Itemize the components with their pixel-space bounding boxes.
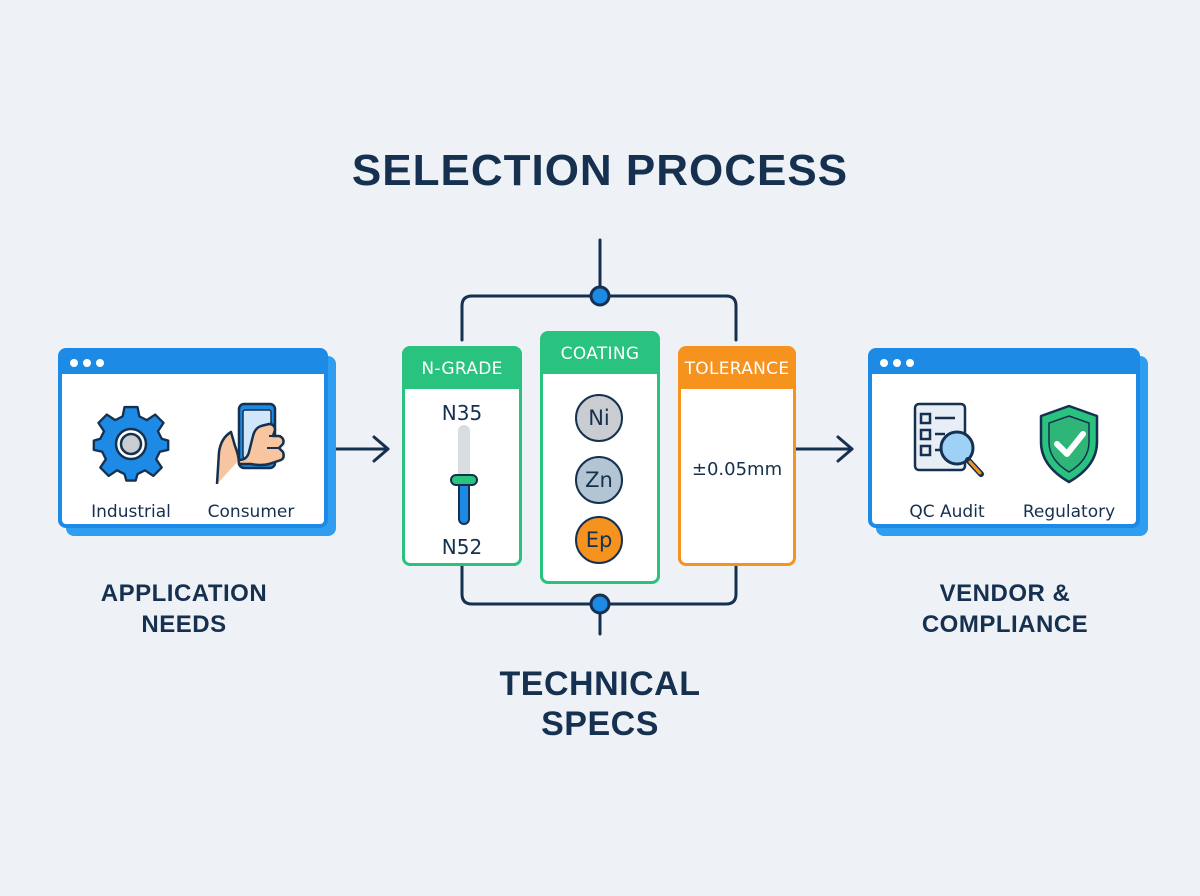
checklist-magnifier-icon: [913, 402, 984, 477]
window-dot: [96, 359, 104, 367]
vendor-compliance-label-line2: COMPLIANCE: [921, 611, 1089, 638]
qc-audit-label: QC Audit: [909, 502, 985, 522]
industrial-item: Industrial: [76, 402, 186, 522]
regulatory-item: Regulatory: [1014, 402, 1124, 522]
vendor-compliance-label-line1: VENDOR &: [939, 580, 1071, 607]
shield-check-icon: [1039, 404, 1099, 484]
window-dot: [893, 359, 901, 367]
application-needs-panel: Industrial Consumer: [58, 348, 328, 528]
coating-header: COATING: [543, 334, 657, 374]
window-dot: [83, 359, 91, 367]
application-needs-label: APPLICATION NEEDS: [58, 578, 310, 640]
consumer-item: Consumer: [196, 402, 306, 522]
grade-top-label: N35: [441, 401, 483, 425]
tolerance-header: TOLERANCE: [681, 349, 793, 389]
arrow-right-head: [836, 435, 854, 463]
grade-slider-fill: [458, 480, 470, 525]
diagram-title: SELECTION PROCESS: [351, 146, 849, 195]
tolerance-card: TOLERANCE ±0.05mm: [678, 346, 796, 566]
panel-title-bar: [62, 352, 324, 374]
arrow-left-head: [372, 435, 390, 463]
gear-icon: [92, 405, 170, 482]
consumer-label: Consumer: [207, 502, 295, 522]
coating-card: COATING Ni Zn Ep: [540, 331, 660, 584]
tolerance-value: ±0.05mm: [691, 459, 783, 480]
n-grade-header: N-GRADE: [405, 349, 519, 389]
qc-audit-item: QC Audit: [892, 402, 1002, 522]
panel-title-bar: [872, 352, 1136, 374]
bottom-junction-dot: [589, 593, 611, 615]
industrial-label: Industrial: [91, 502, 171, 522]
technical-specs-label-line1: TECHNICAL: [499, 665, 701, 703]
vendor-compliance-panel: QC Audit Regulatory: [868, 348, 1140, 528]
coating-zn-badge: Zn: [575, 456, 623, 504]
grade-bottom-label: N52: [441, 535, 483, 559]
application-needs-label-line2: NEEDS: [141, 611, 227, 638]
n-grade-card: N-GRADE N35 N52: [402, 346, 522, 566]
top-junction-dot: [589, 285, 611, 307]
coating-ni-badge: Ni: [575, 394, 623, 442]
application-needs-label-line1: APPLICATION: [100, 580, 268, 607]
regulatory-label: Regulatory: [1022, 502, 1116, 522]
smartphone-hand-icon: [215, 402, 285, 485]
vendor-compliance-label: VENDOR & COMPLIANCE: [880, 578, 1130, 640]
window-dot: [906, 359, 914, 367]
window-dot: [880, 359, 888, 367]
grade-slider-thumb: [450, 474, 478, 486]
window-dot: [70, 359, 78, 367]
coating-ep-badge: Ep: [575, 516, 623, 564]
technical-specs-label-line2: SPECS: [541, 705, 659, 743]
technical-specs-label: TECHNICAL SPECS: [450, 664, 750, 744]
